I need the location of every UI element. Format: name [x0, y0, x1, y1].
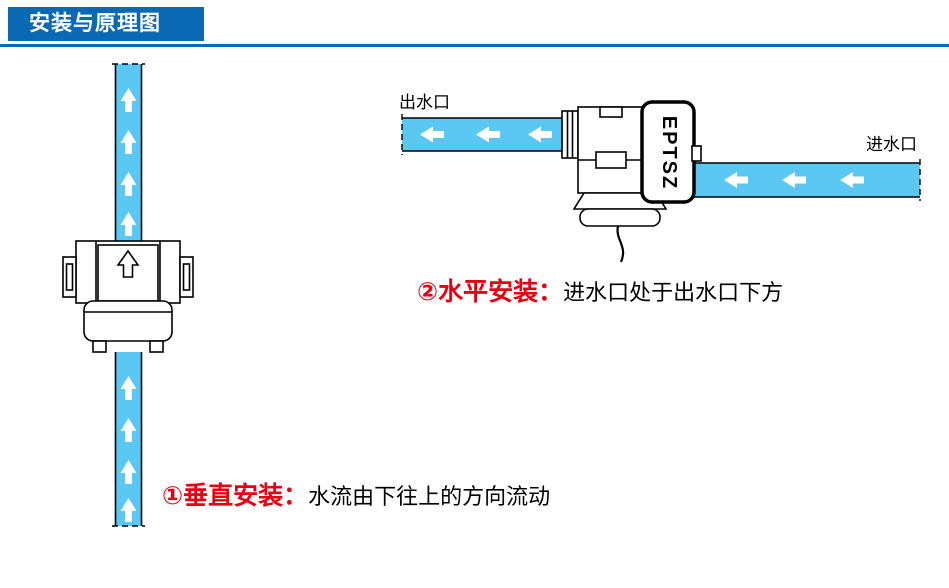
horizontal-install-annotation: ②水平安装：进水口处于出水口下方: [417, 272, 783, 308]
page-title: 安装与原理图: [29, 12, 161, 35]
header-divider: [0, 44, 949, 47]
horizontal-install-label: ②水平安装：: [417, 278, 564, 306]
vertical-install-label: ①垂直安装：: [162, 482, 309, 510]
horizontal-install-diagram: EPTSZ: [401, 100, 921, 263]
valve-body-vertical: [62, 240, 194, 353]
valve-body-horizontal: EPTSZ: [561, 100, 702, 263]
vertical-install-diagram: [62, 63, 194, 527]
outlet-label: 出水口: [399, 93, 450, 112]
brand-label: EPTSZ: [658, 116, 680, 190]
flow-direction-arrow-icon: [116, 249, 140, 278]
valve-cable: [616, 225, 625, 263]
inlet-label: 进水口: [866, 135, 917, 154]
horizontal-install-text: 进水口处于出水口下方: [563, 280, 784, 305]
vertical-install-text: 水流由下往上的方向流动: [308, 484, 551, 509]
vertical-install-annotation: ①垂直安装：水流由下往上的方向流动: [162, 476, 550, 512]
page-title-banner: 安装与原理图: [8, 7, 204, 41]
